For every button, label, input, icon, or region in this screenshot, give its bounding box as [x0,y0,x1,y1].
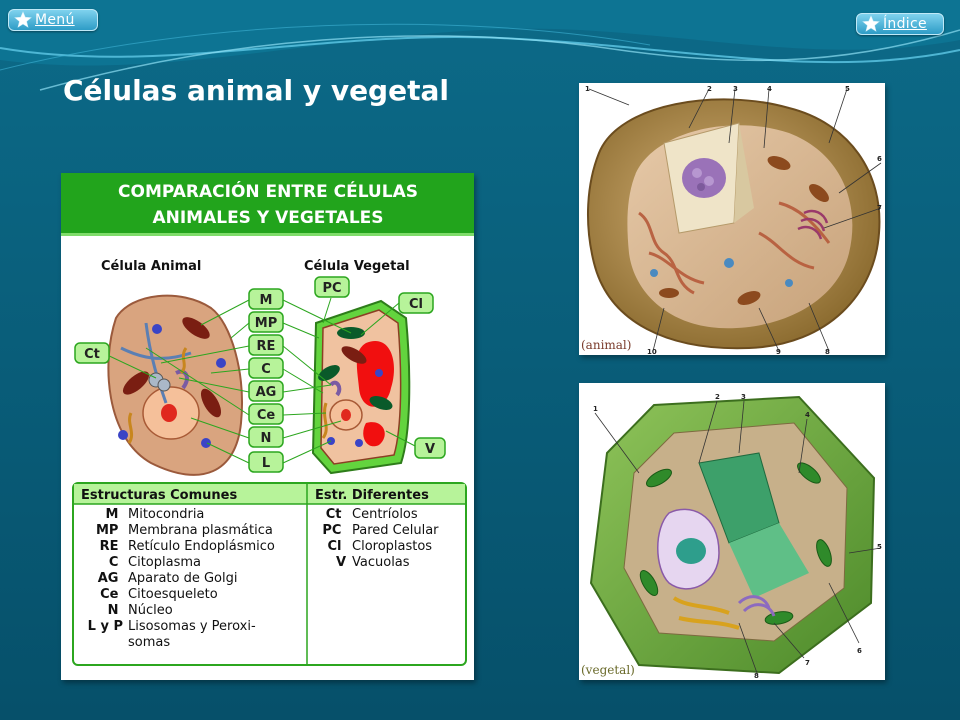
indice-label: Índice [883,16,927,32]
callout-number: 7 [805,659,810,667]
center-tags: M MP RE C AG Ce N L [248,288,284,473]
callout-number: 4 [805,411,810,419]
tag-ag: AG [256,385,277,400]
callout-number: 6 [877,155,882,163]
tag-ce: Ce [257,408,276,423]
menu-label: Menú [35,12,75,28]
callout-number: 5 [877,543,882,551]
common-abbr: C [109,555,119,570]
callout-number: 1 [585,85,590,93]
comparison-diagram: COMPARACIÓN ENTRE CÉLULAS ANIMALES Y VEG… [61,173,474,680]
common-name: Lisosomas y Peroxi- [128,619,256,634]
star-icon [14,11,32,28]
animal-cell-image: 1 2 3 4 5 6 7 8 9 10 (animal) [579,83,885,356]
common-abbr: Ce [100,587,119,602]
callout-number: 3 [741,393,746,401]
diff-abbr: V [336,555,346,570]
diff-name: Vacuolas [352,555,410,570]
tag-ct: Ct [84,347,100,362]
menu-button[interactable]: Menú [8,9,98,31]
callout-number: 4 [767,85,772,93]
callout-number: 8 [825,348,830,355]
callout-number: 8 [754,672,759,680]
svg-text:Ct PC Cl: Ct PC Cl V [322,507,346,570]
common-abbr: AG [98,571,119,586]
common-name: Mitocondria [128,507,204,522]
diff-abbr: Ct [326,507,342,522]
common-name: Citoesqueleto [128,587,218,602]
page-title: Células animal y vegetal [63,74,449,107]
indice-button[interactable]: Índice [856,13,944,35]
callout-number: 3 [733,85,738,93]
svg-text:Mitocondria Membrana p: Mitocondria Membrana plasmática Retículo… [128,507,279,650]
legend-table: Estructuras Comunes Estr. Diferentes M M… [72,482,467,666]
callout-number: 2 [715,393,720,401]
tag-c: C [261,362,271,377]
common-name: Núcleo [128,603,173,618]
common-name: Citoplasma [128,555,201,570]
callout-number: 2 [707,85,712,93]
common-name: Retículo Endoplásmico [128,539,275,554]
vegetal-cell-drawing [311,299,411,475]
callout-number: 7 [877,204,882,212]
tag-pc: PC [322,281,341,296]
label-lines [588,88,882,352]
vegetal-caption: (vegetal) [581,663,635,677]
label-lines [594,400,882,674]
tag-m: M [260,293,273,308]
diff-name: Pared Celular [352,523,439,538]
star-icon [862,15,880,32]
vegetal-cell-image: 1 2 3 4 5 6 7 8 (vegetal) [579,383,885,680]
callout-number: 9 [776,348,781,355]
common-header: Estructuras Comunes [81,488,237,503]
vegetal-cell-label: Célula Vegetal [304,259,410,274]
diff-abbr: PC [322,523,341,538]
common-abbr: N [108,603,119,618]
common-abbr: MP [96,523,118,538]
diff-header: Estr. Diferentes [315,488,429,503]
common-name: somas [128,635,170,650]
callout-number: 1 [593,405,598,413]
diff-abbr: Cl [327,539,341,554]
callout-number: 6 [857,647,862,655]
common-name: Membrana plasmática [128,523,273,538]
animal-cell-drawing [107,294,243,476]
connector-lines [102,297,420,464]
tag-n: N [261,431,272,446]
common-abbr: RE [100,539,119,554]
svg-text:Centríolos Pared Celul: Centríolos Pared Celular Cloroplastos Va… [352,507,443,570]
callout-number: 10 [647,348,657,355]
diff-name: Cloroplastos [352,539,432,554]
tag-re: RE [257,339,276,354]
common-name: Aparato de Golgi [128,571,238,586]
tag-l: L [262,456,270,471]
common-abbr: L y P [88,619,123,634]
diagram-heading-line2: ANIMALES Y VEGETALES [152,208,383,228]
animal-cell-label: Célula Animal [101,259,201,274]
diff-name: Centríolos [352,507,418,522]
animal-caption: (animal) [581,338,632,352]
callout-number: 5 [845,85,850,93]
tag-mp: MP [255,316,277,331]
tag-v: V [425,442,435,457]
common-abbr: M [106,507,119,522]
svg-text:M MP RE: M MP RE C AG Ce N L y P [88,507,123,634]
diagram-heading-line1: COMPARACIÓN ENTRE CÉLULAS [118,180,418,202]
tag-cl: Cl [409,297,423,312]
